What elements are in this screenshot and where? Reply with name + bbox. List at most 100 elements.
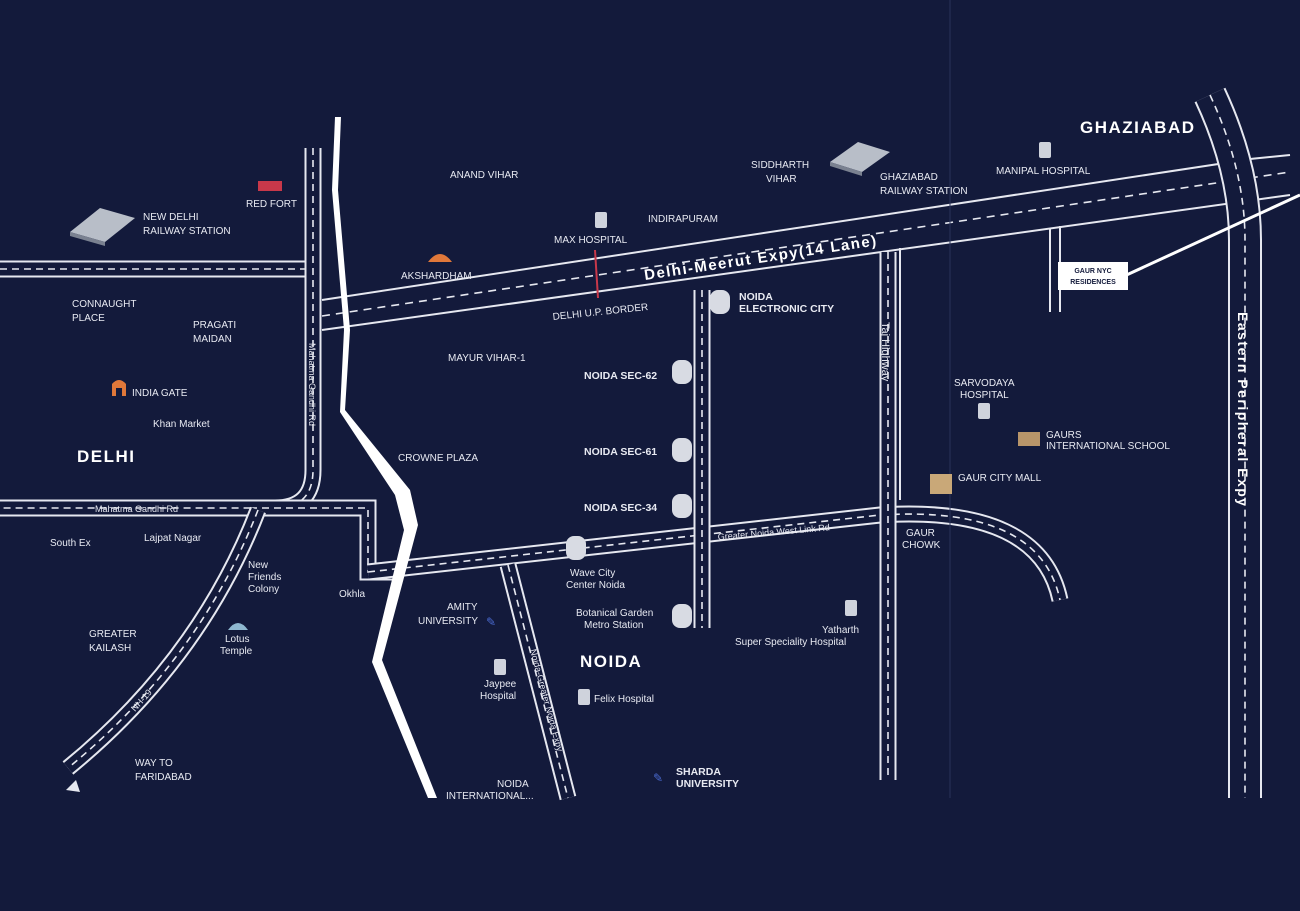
label-felix: Felix Hospital [594, 694, 654, 705]
label-noida-ec: NOIDA [739, 291, 773, 303]
university-icon: ✎ [653, 771, 663, 785]
railway-station-icon [70, 208, 135, 246]
label-khan-market: Khan Market [153, 419, 210, 430]
label-noida-intl: NOIDA [497, 779, 529, 790]
label-ghaziabad-rs-2: RAILWAY STATION [880, 186, 968, 197]
india-gate-icon [112, 380, 126, 396]
label-lotus: Lotus [225, 634, 249, 645]
label-sec62: NOIDA SEC-62 [584, 370, 657, 382]
project-label-box [1058, 262, 1128, 290]
label-india-gate: INDIA GATE [132, 388, 188, 399]
label-siddharth: SIDDHARTH [751, 160, 809, 171]
road-label-mg-rd-v: Mahatma Gandhi Rd [307, 343, 317, 426]
label-nfc-2: Friends [248, 572, 281, 583]
road-gn-west-link [367, 505, 1069, 603]
label-gaur-chowk-2: CHOWK [902, 540, 941, 551]
label-botanical-2: Metro Station [584, 620, 643, 631]
metro-icon [672, 604, 692, 628]
label-gaurs-school: GAURS [1046, 430, 1082, 441]
hospital-icon [845, 600, 857, 616]
label-faridabad-2: FARIDABAD [135, 772, 192, 783]
label-connaught-2: PLACE [72, 313, 105, 324]
roads [0, 0, 1291, 801]
label-gk: GREATER [89, 629, 137, 640]
border-marker [594, 249, 599, 299]
region-delhi: DELHI [77, 447, 136, 466]
metro-icon [672, 494, 692, 518]
label-new-delhi-rs: NEW DELHI [143, 212, 199, 223]
label-crowne-plaza: CROWNE PLAZA [398, 453, 478, 464]
label-sarvodaya-2: HOSPITAL [960, 390, 1009, 401]
label-gaurs-school-2: INTERNATIONAL SCHOOL [1046, 441, 1170, 452]
label-south-ex: South Ex [50, 538, 91, 549]
label-red-fort: RED FORT [246, 199, 297, 210]
label-siddharth-2: VIHAR [766, 174, 797, 185]
arrow-icon [66, 780, 80, 792]
label-okhla: Okhla [339, 589, 366, 600]
label-botanical: Botanical Garden [576, 608, 653, 619]
label-sharda-2: UNIVERSITY [676, 778, 739, 790]
label-lajpat: Lajpat Nagar [144, 533, 202, 544]
label-indirapuram: INDIRAPURAM [648, 214, 718, 225]
label-sharda: SHARDA [676, 766, 721, 778]
label-akshardham: AKSHARDHAM [401, 271, 472, 282]
school-icon [1018, 432, 1040, 446]
lotus-temple-icon [228, 623, 248, 630]
road-nh19 [62, 506, 266, 775]
road-noida-gn-expy [499, 562, 577, 801]
metro-icon [672, 360, 692, 384]
label-yatharth-2: Super Speciality Hospital [735, 637, 846, 648]
label-gaur-mall: GAUR CITY MALL [958, 473, 1042, 484]
hospital-icon [494, 659, 506, 675]
metro-icon [710, 290, 730, 314]
label-manipal: MANIPAL HOSPITAL [996, 166, 1091, 177]
road-label-eastern-peripheral: Eastern Peripheral Expy [1235, 312, 1251, 508]
label-pragati-2: MAIDAN [193, 334, 232, 345]
label-ghaziabad-rs: GHAZIABAD [880, 172, 938, 183]
project-name: GAUR NYC [1074, 268, 1111, 275]
label-sec34: NOIDA SEC-34 [584, 502, 657, 514]
region-noida: NOIDA [580, 652, 642, 671]
project-pointer [1119, 193, 1300, 280]
road-mahatma-gandhi [0, 148, 395, 581]
label-jaypee: Jaypee [484, 679, 517, 690]
label-wave-city-2: Center Noida [566, 580, 625, 591]
metro-icon [566, 536, 586, 560]
label-pragati: PRAGATI [193, 320, 236, 331]
akshardham-icon [428, 254, 452, 262]
label-gaur-chowk: GAUR [906, 528, 935, 539]
road-label-taj-highway: Taj Highway [879, 322, 891, 382]
red-fort-icon [258, 181, 282, 191]
hospital-icon [595, 212, 607, 228]
label-amity-2: UNIVERSITY [418, 616, 478, 627]
label-gk-2: KAILASH [89, 643, 131, 654]
label-max-hospital: MAX HOSPITAL [554, 235, 628, 246]
label-yatharth: Yatharth [822, 625, 859, 636]
hospital-icon [978, 403, 990, 419]
hospital-icon [1039, 142, 1051, 158]
region-ghaziabad: GHAZIABAD [1080, 118, 1196, 137]
mall-icon [930, 474, 952, 494]
label-new-delhi-rs-2: RAILWAY STATION [143, 226, 231, 237]
label-mayur-vihar: MAYUR VIHAR-1 [448, 353, 526, 364]
label-sec61: NOIDA SEC-61 [584, 446, 657, 458]
metro-icon [672, 438, 692, 462]
label-nfc-3: Colony [248, 584, 279, 595]
road-label-mg-rd: Mahatma Gandhi Rd [95, 504, 178, 514]
label-wave-city: Wave City [570, 568, 615, 579]
label-sarvodaya: SARVODAYA [954, 378, 1015, 389]
project-name-2: RESIDENCES [1070, 279, 1116, 286]
label-connaught: CONNAUGHT [72, 299, 136, 310]
label-amity: AMITY [447, 602, 478, 613]
label-delhi-up-border: DELHI U.P. BORDER [552, 302, 649, 323]
label-lotus-2: Temple [220, 646, 253, 657]
label-jaypee-2: Hospital [480, 691, 516, 702]
railway-station-icon [830, 142, 890, 176]
label-faridabad: WAY TO [135, 758, 173, 769]
hospital-icon [578, 689, 590, 705]
road-lines [899, 226, 1061, 500]
university-icon: ✎ [486, 615, 496, 629]
label-noida-intl-2: INTERNATIONAL... [446, 791, 534, 802]
label-noida-ec-2: ELECTRONIC CITY [739, 303, 834, 315]
